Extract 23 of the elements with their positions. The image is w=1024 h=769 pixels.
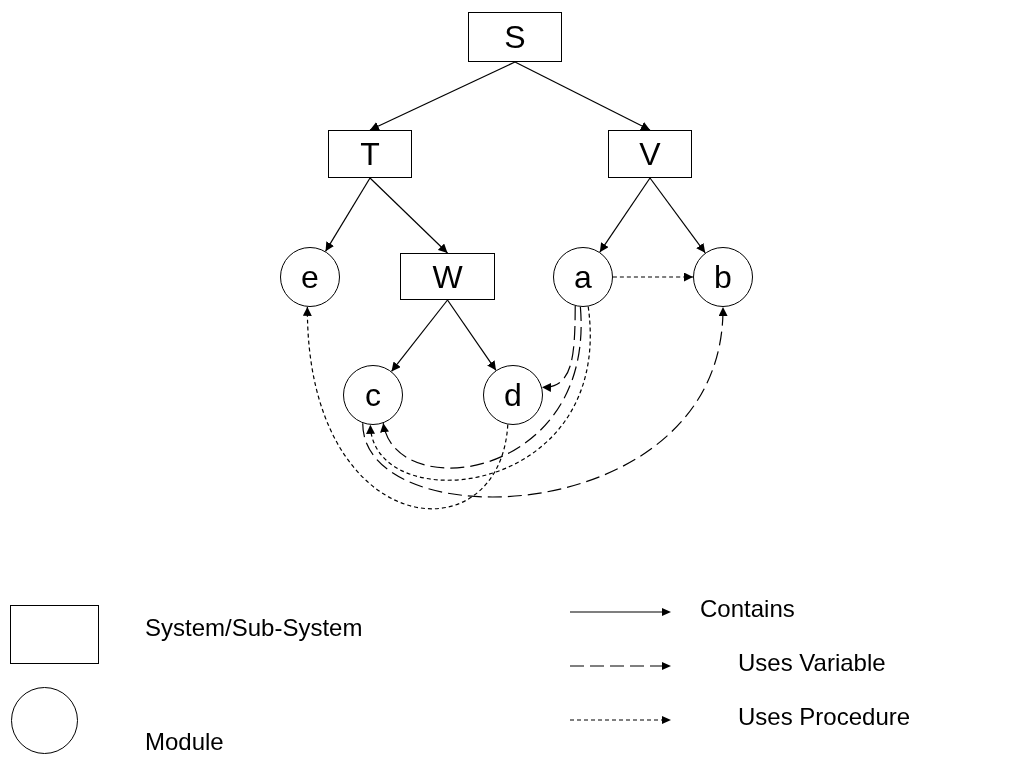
legend-label: System/Sub-System [145,616,363,640]
system-box: T [328,130,412,178]
arrow [599,177,651,253]
arrow [369,61,516,131]
arrow [541,305,576,392]
system-box: W [400,253,495,300]
arrow [324,177,371,252]
arrow [446,299,497,371]
arrow [382,306,581,469]
arrow [649,177,706,254]
arrow [390,299,449,372]
legend-label: Uses Procedure [738,705,911,729]
arrow [362,306,727,498]
arrow [369,177,449,254]
arrow [514,61,651,131]
legend-label: Uses Variable [738,651,886,675]
system-box: S [468,12,562,62]
arrow [612,272,694,282]
legend-label: Contains [700,597,795,621]
arrow [368,305,591,481]
legend-label: Module [145,730,224,754]
system-box: V [608,130,692,178]
arrow [303,306,509,510]
